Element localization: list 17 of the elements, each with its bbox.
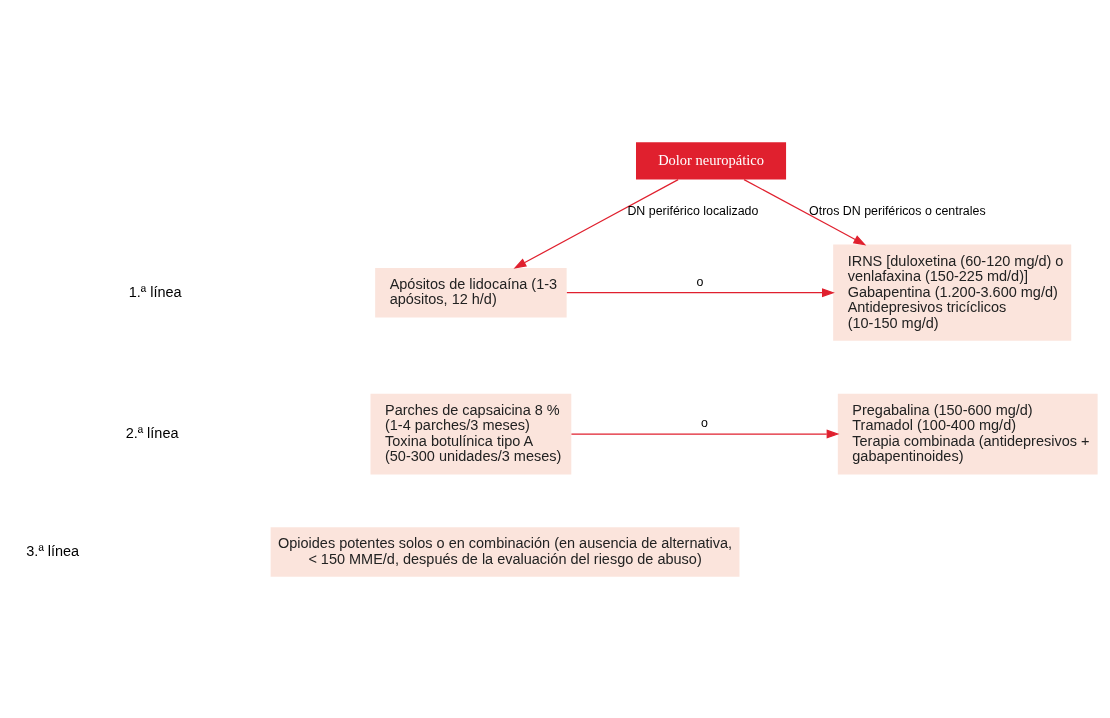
edge-label: o	[701, 415, 709, 430]
node-box: IRNS [duloxetina (60-120 mg/d) o venlafaxina (150-225 md/d)] Gabapentina (1.200-3.600 mg/d) Antidepresivos tricíclicos (10-150 mg/d)	[833, 244, 1072, 341]
arrow	[513, 178, 679, 269]
node-box: Dolor neuropático	[636, 141, 787, 179]
arrow	[743, 178, 867, 245]
node-box: Parches de capsaicina 8 % (1-4 parches/3 meses) Toxina botulínica tipo A (50-300 unidades/3 meses)	[370, 393, 572, 474]
node-box: Pregabalina (150-600 mg/d) Tramadol (100-400 mg/d) Terapia combinada (antidepresivos + gabapentinoides)	[837, 393, 1098, 474]
arrow	[570, 429, 840, 439]
node-box: Apósitos de lidocaína (1-3 apósitos, 12 h/d)	[375, 267, 567, 318]
edge-label: DN periférico localizado	[627, 203, 759, 218]
node-box: Opioides potentes solos o en combinación (en ausencia de alternativa, < 150 MME/d, después de la evaluación del riesgo de abuso)	[270, 526, 740, 577]
label: 2.ª línea	[125, 424, 179, 441]
label: 3.ª línea	[26, 542, 80, 559]
arrow	[566, 287, 835, 297]
edge-label: Otros DN periféricos o centrales	[809, 203, 986, 218]
label: 1.ª línea	[128, 283, 182, 300]
edge-label: o	[696, 274, 704, 289]
